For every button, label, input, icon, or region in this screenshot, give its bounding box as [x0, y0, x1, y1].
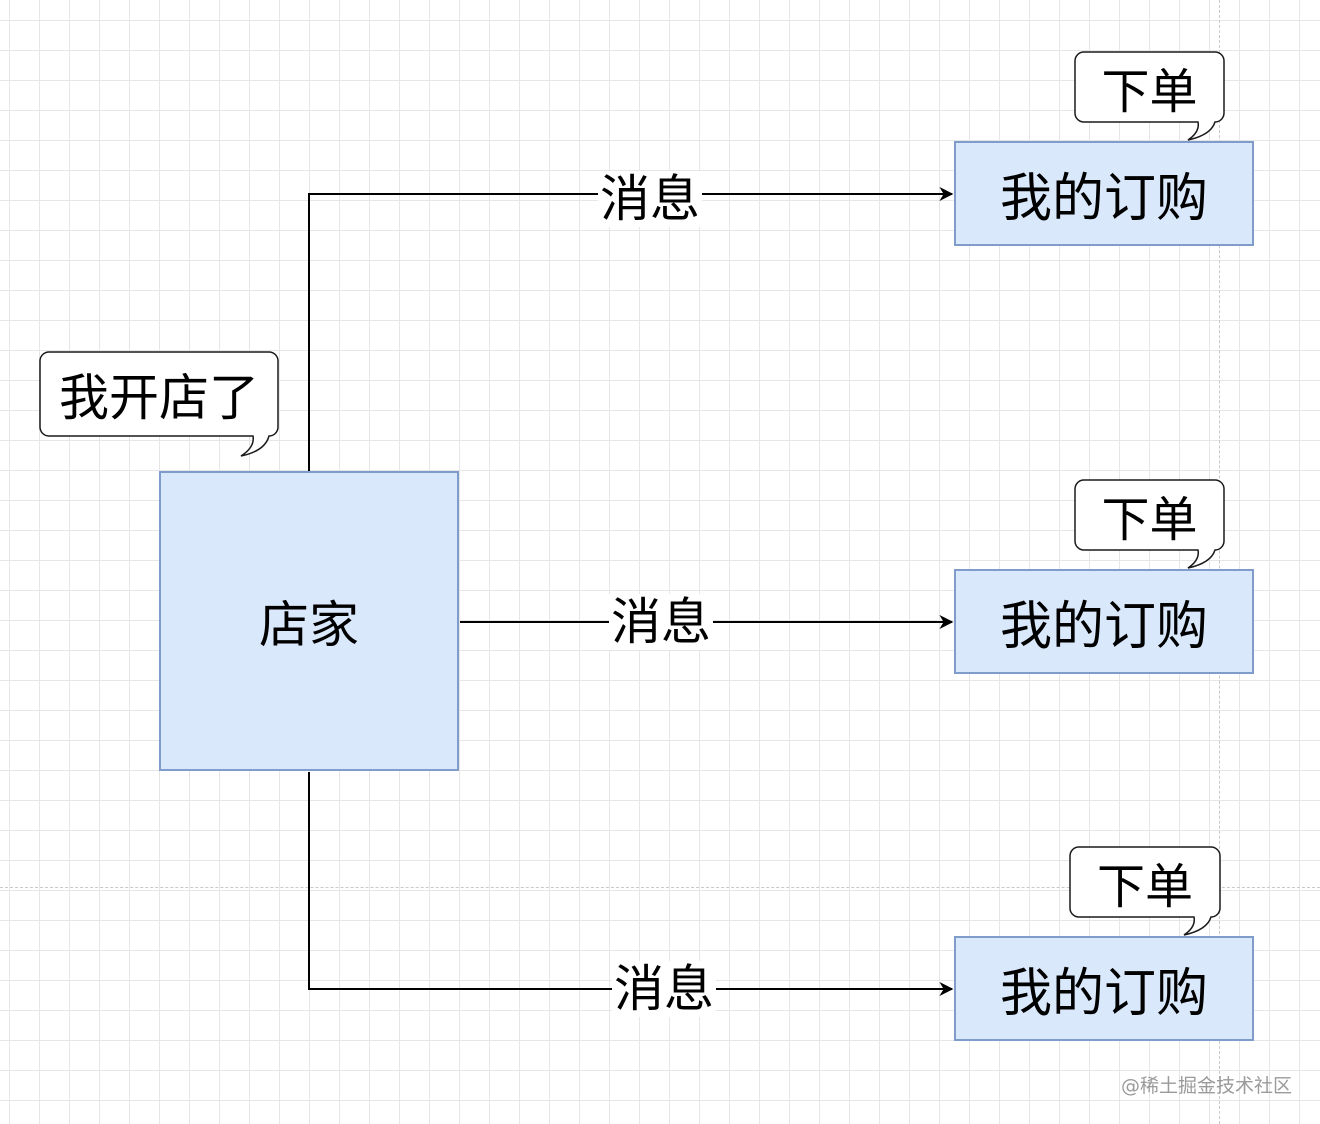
order-callout-text: 下单: [1101, 492, 1198, 548]
order-node-label: 我的订购: [999, 169, 1208, 229]
edge-top[interactable]: [308, 187, 954, 471]
order-node-label: 我的订购: [999, 964, 1208, 1024]
order-node-label: 我的订购: [999, 597, 1208, 657]
page-break-guide-horizontal: [0, 887, 1320, 888]
order-node[interactable]: 我的订购: [954, 569, 1254, 674]
order-callout-text: 下单: [1096, 859, 1193, 915]
order-callout[interactable]: 下单: [1074, 51, 1225, 141]
edge-label-middle[interactable]: 消息: [609, 593, 713, 651]
store-callout-text: 我开店了: [59, 369, 259, 427]
edge-label-bottom[interactable]: 消息: [612, 960, 716, 1018]
edge-label-top[interactable]: 消息: [598, 170, 702, 228]
callout-shape: [1069, 846, 1221, 936]
page-break-guide-vertical: [1219, 0, 1220, 1124]
store-node-label: 店家: [259, 596, 359, 654]
order-node[interactable]: 我的订购: [954, 936, 1254, 1041]
callout-shape: [1074, 51, 1225, 141]
callout-shape: [39, 351, 279, 457]
watermark: @稀土掘金技术社区: [1120, 1075, 1292, 1097]
store-node[interactable]: 店家: [159, 471, 459, 771]
order-callout[interactable]: 下单: [1074, 479, 1225, 569]
callout-shape: [1074, 479, 1225, 569]
edge-bottom[interactable]: [308, 772, 954, 996]
order-node[interactable]: 我的订购: [954, 141, 1254, 246]
store-callout[interactable]: 我开店了: [39, 351, 279, 457]
order-callout-text: 下单: [1101, 64, 1198, 120]
order-callout[interactable]: 下单: [1069, 846, 1221, 936]
